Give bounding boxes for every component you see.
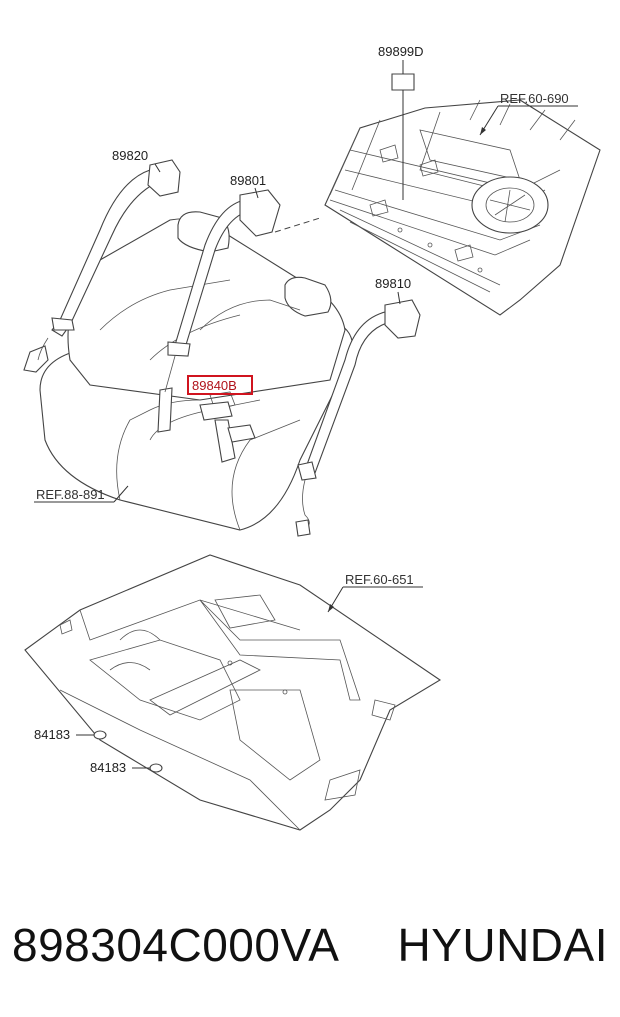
label-ref-60-690: REF.60-690: [500, 91, 569, 106]
ref-60-651: REF.60-651: [327, 572, 423, 613]
label-ref-60-651: REF.60-651: [345, 572, 414, 587]
brand-name: HYUNDAI: [397, 919, 608, 971]
part-89840B: 89840B: [187, 375, 256, 463]
ref-60-690: REF.60-690: [479, 91, 578, 136]
part-89899D: 89899D: [378, 44, 424, 200]
rear-seat: [39, 211, 354, 531]
highlight-box-89840B: [187, 375, 253, 395]
label-89820: 89820: [112, 148, 148, 163]
part-89820: 89820: [23, 148, 181, 373]
floor-panel: [24, 554, 442, 831]
footer: 898304C000VA HYUNDAI: [0, 900, 620, 990]
part-89801: 89801: [157, 173, 321, 433]
part-84183-lower: 84183: [90, 760, 163, 775]
part-number: 898304C000VA: [12, 919, 340, 971]
part-84183-upper: 84183: [34, 727, 107, 742]
ref-88-891: REF.88-891: [34, 485, 129, 503]
label-89899D: 89899D: [378, 44, 424, 59]
label-89810: 89810: [375, 276, 411, 291]
package-tray: [324, 99, 601, 316]
label-84183-upper: 84183: [34, 727, 70, 742]
label-89801: 89801: [230, 173, 266, 188]
label-89840B: 89840B: [192, 378, 237, 393]
label-84183-lower: 84183: [90, 760, 126, 775]
part-89810: 89810: [295, 276, 421, 537]
parts-diagram: 89899D REF.60-690 89820: [23, 44, 601, 831]
label-ref-88-891: REF.88-891: [36, 487, 105, 502]
